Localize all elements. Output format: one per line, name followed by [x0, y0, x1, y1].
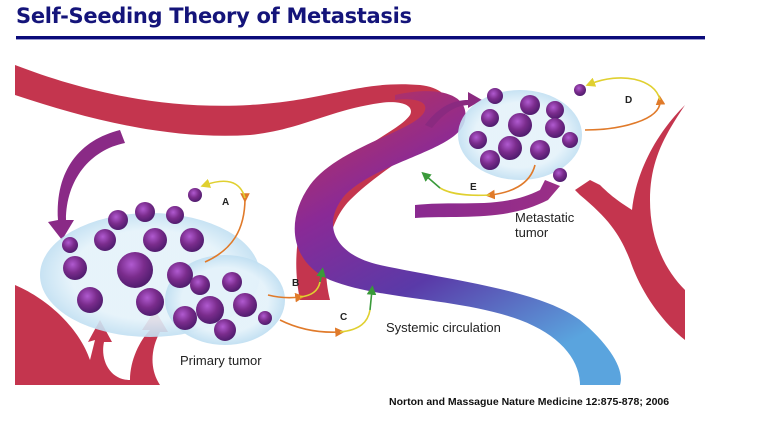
pathway-label-d: D: [625, 95, 632, 106]
artery-right: [575, 105, 685, 340]
pathway-label-a: A: [222, 197, 229, 208]
metastasis-diagram: A B C D E Metastatic tumor Systemic circ…: [15, 65, 685, 385]
pathway-label-c: C: [340, 312, 347, 323]
label-systemic-circulation: Systemic circulation: [386, 320, 501, 335]
slide-title: Self-Seeding Theory of Metastasis: [16, 4, 412, 28]
pathway-c-arrows: [279, 285, 377, 338]
primary-tumor-cluster: [40, 188, 285, 345]
pathway-label-e: E: [470, 182, 477, 193]
systemic-circulation-vessel: [294, 91, 621, 385]
pathway-e-arrows: [421, 164, 536, 200]
pathway-label-b: B: [292, 278, 299, 289]
artery-lower-left: [15, 285, 168, 385]
citation: Norton and Massague Nature Medicine 12:8…: [389, 396, 670, 408]
pathway-a-arrows: [200, 178, 250, 263]
label-metastatic-tumor-line1: Metastatic: [515, 210, 575, 225]
label-metastatic-tumor-line2: tumor: [515, 225, 549, 240]
metastatic-tumor-cluster: [458, 84, 586, 182]
vessel-arrow-to-metastasis-top: [425, 92, 482, 128]
pathway-b-arrows: [267, 267, 326, 303]
vessel-branch-to-metastasis: [415, 180, 560, 218]
title-underline: [16, 36, 705, 39]
artery-upper: [15, 65, 451, 300]
artery-branch-to-primary: [48, 130, 125, 240]
pathway-d-arrows: [584, 77, 666, 131]
label-primary-tumor: Primary tumor: [180, 353, 262, 368]
